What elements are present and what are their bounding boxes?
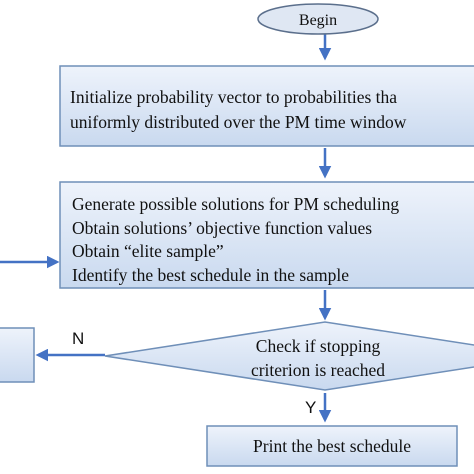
check-decision-diamond <box>104 321 474 391</box>
edge-label-no: N <box>72 329 84 348</box>
check-line-2: criterion is reached <box>251 360 385 380</box>
generate-line-2: Obtain solutions’ objective function val… <box>72 218 372 238</box>
generate-line-4: Identify the best schedule in the sample <box>72 265 349 285</box>
generate-process-box <box>59 181 474 289</box>
loop-process-box <box>0 327 35 383</box>
print-process-box <box>206 425 458 467</box>
generate-line-3: Obtain “elite sample” <box>72 241 224 261</box>
initialize-line-1: Initialize probability vector to probabi… <box>70 87 397 107</box>
begin-terminal <box>257 3 379 35</box>
check-line-1: Check if stopping <box>256 336 381 356</box>
initialize-process-box <box>59 65 474 147</box>
edge-label-yes: Y <box>305 398 316 417</box>
generate-line-1: Generate possible solutions for PM sched… <box>72 194 399 214</box>
print-label: Print the best schedule <box>253 436 411 456</box>
begin-label: Begin <box>299 12 337 29</box>
initialize-line-2: uniformly distributed over the PM time w… <box>70 112 407 132</box>
